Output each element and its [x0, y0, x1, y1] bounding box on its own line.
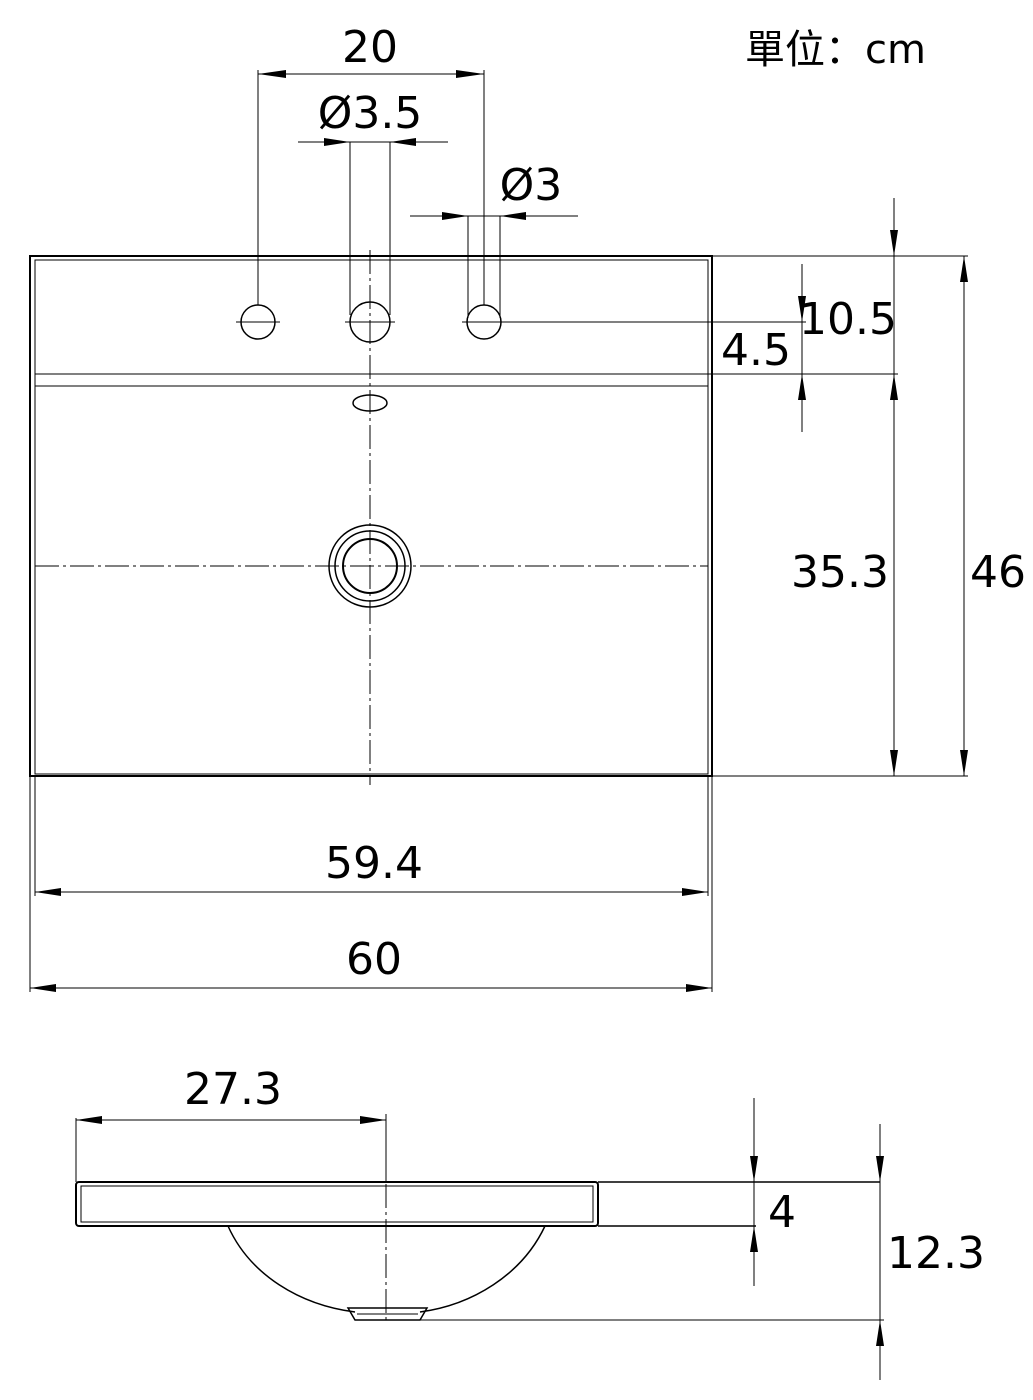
dim-basin-depth: 35.3 — [791, 547, 889, 598]
arrowhead — [876, 1156, 884, 1182]
dim-tap-diameter: Ø3.5 — [318, 88, 423, 139]
dim-total-depth: 46 — [970, 547, 1026, 598]
arrowhead — [890, 374, 898, 400]
drain-inner-ring — [342, 538, 398, 594]
arrowhead — [30, 984, 56, 992]
arrowhead — [360, 1116, 386, 1124]
units-label: 單位：cm — [745, 27, 926, 73]
countertop-outline — [29, 255, 713, 777]
arrowhead — [442, 212, 468, 220]
dim-total-width: 60 — [346, 934, 402, 985]
arrowhead — [390, 138, 416, 146]
drain-outer-ring — [328, 524, 412, 608]
dim-side-diameter: Ø3 — [500, 160, 563, 211]
arrowhead — [750, 1226, 758, 1252]
bowl-left-curve — [227, 1225, 356, 1313]
arrowhead — [890, 750, 898, 776]
dim-hole-offset: 10.5 — [799, 294, 897, 345]
dim-rim-thickness: 4 — [768, 1187, 796, 1238]
arrowhead — [324, 138, 350, 146]
arrowhead — [890, 230, 898, 256]
arrowhead — [76, 1116, 102, 1124]
arrowhead — [258, 70, 286, 78]
dim-hole-spacing: 20 — [342, 22, 398, 73]
arrowhead — [750, 1156, 758, 1182]
rim-inner-outline — [80, 1185, 594, 1223]
arrowhead — [500, 212, 526, 220]
arrowhead — [960, 750, 968, 776]
arrowhead — [960, 256, 968, 282]
dim-drain-offset: 27.3 — [184, 1064, 282, 1115]
drain-middle-ring — [334, 530, 406, 602]
dim-total-height: 12.3 — [887, 1228, 985, 1279]
arrowhead — [876, 1320, 884, 1346]
arrowhead — [35, 888, 61, 896]
arrowhead — [798, 374, 806, 400]
rim-outline — [75, 1181, 599, 1227]
top-view: 20 Ø3.5 Ø3 4.5 10.5 35.3 — [29, 22, 1026, 992]
bowl-right-curve — [419, 1225, 546, 1313]
arrowhead — [686, 984, 712, 992]
dim-inner-width: 59.4 — [325, 838, 423, 889]
overflow-slot — [352, 394, 388, 412]
side-view: 27.3 4 12.3 — [75, 1064, 985, 1380]
arrowhead — [456, 70, 484, 78]
countertop-inner-outline — [34, 259, 709, 775]
arrowhead — [682, 888, 708, 896]
dim-deck-depth: 4.5 — [721, 325, 791, 376]
arrowhead — [798, 296, 806, 322]
